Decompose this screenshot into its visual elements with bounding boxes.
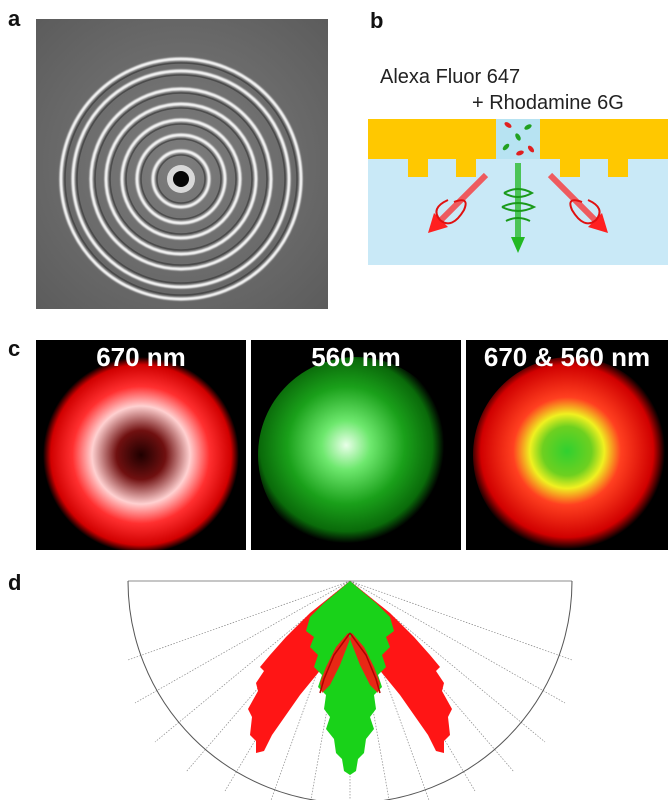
dye-molecules [502,122,535,156]
panel-label-a: a [8,6,21,31]
caption-merged: 670 & 560 nm [483,342,651,372]
dye2-label: + Rhodamine 6G [472,92,624,114]
panel-label-d: d [8,570,22,595]
fluorescence-image-670: 670 nm [36,340,246,550]
caption-670: 670 nm [96,342,186,372]
red-emission-right-arrow [547,172,608,233]
bullseye-cross-section-diagram [368,119,668,265]
bullseye-sem-image [36,19,328,309]
green-emission-pattern [306,581,394,775]
red-emission-pattern [248,581,452,753]
green-emission-arrow [501,163,537,253]
fluorescence-image-merged: 670 & 560 nm [466,340,668,550]
caption-560: 560 nm [311,342,401,372]
dye1-label: Alexa Fluor 647 [380,66,521,88]
schematic-panel: Alexa Fluor 647 + Rhodamine 6G [368,60,668,265]
panel-label-b: b [370,8,384,33]
polar-radiation-pattern [127,580,573,800]
panel-label-c: c [8,336,21,361]
fluorescence-image-560: 560 nm [251,340,461,550]
red-emission-left-arrow [428,172,489,233]
